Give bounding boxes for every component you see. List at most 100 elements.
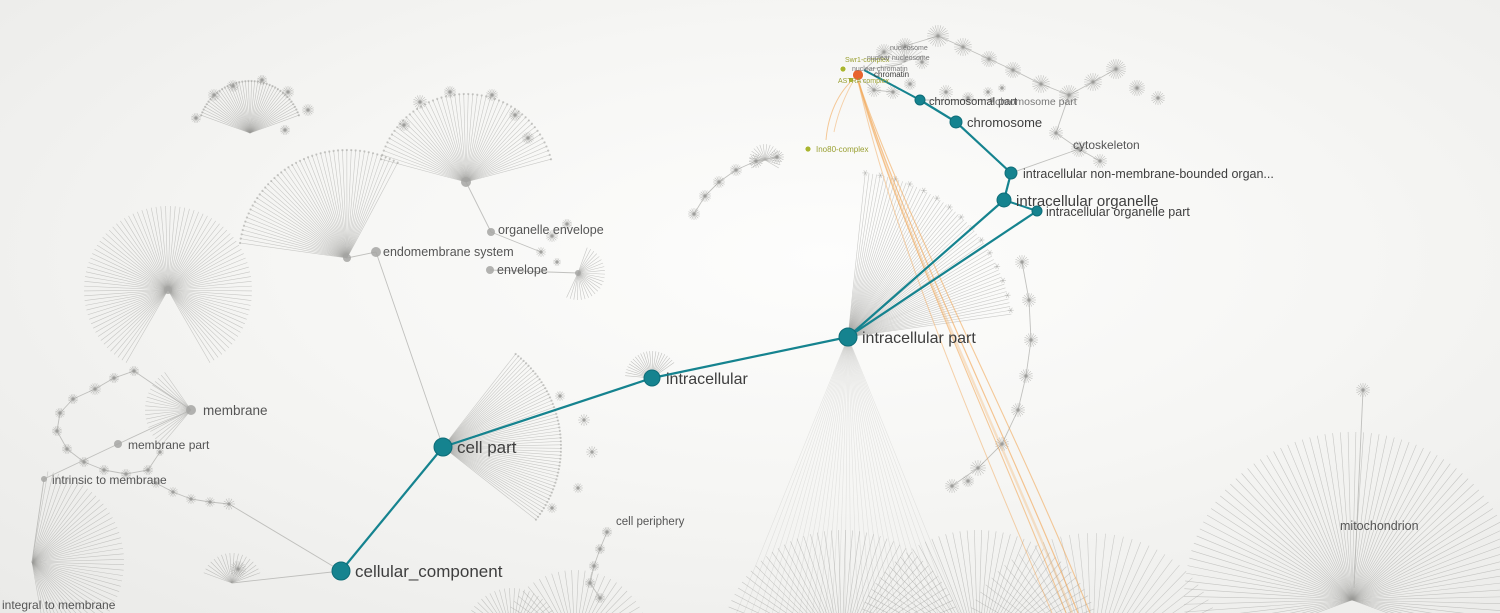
orange-association-edge [857,79,1079,613]
node-flower [713,176,725,188]
node-flower [578,414,590,426]
node-flower [1032,75,1050,93]
node-flower [546,230,558,242]
gray-edge [1010,148,1080,174]
node-flower [939,85,953,99]
gray-edge [490,231,542,253]
node-flower [208,89,220,101]
orange-association-edge [857,79,1053,613]
node-flower [1093,154,1107,168]
graph-node-minor[interactable] [186,405,196,415]
node-flower [302,104,314,116]
graph-node-intracellular[interactable] [643,369,661,387]
graph-node-minor[interactable] [461,177,471,187]
graph-node-intracellular-organelle-part[interactable] [1031,205,1043,217]
fan-cluster [885,42,924,70]
node-label-intracellular-organelle-part: intracellular organelle part [1046,205,1190,219]
node-flower [151,478,161,488]
node-flower [573,483,583,493]
node-flower [398,119,410,131]
node-label-cell-part: cell part [457,438,517,457]
term-label: intrinsic to membrane [52,473,167,487]
gray-edge [863,51,885,71]
node-flower [1084,73,1102,91]
gray-edge [231,570,342,584]
term-label: envelope [497,263,548,277]
olive-node[interactable] [848,77,854,83]
fan-cluster [379,92,553,183]
graph-node-chromosomal-part[interactable] [914,94,926,106]
graph-node-intracellular-nmb-organelle[interactable] [1004,166,1018,180]
node-flower [1356,383,1370,397]
orange-association-edge [833,77,856,133]
stars-layer [52,25,1370,603]
orange-association-edge [856,79,1074,613]
gray-edge [155,482,230,505]
node-flower [1049,126,1063,140]
graph-node-minor[interactable] [486,266,494,274]
graph-node-cellular-component[interactable] [331,561,351,581]
highlighted-orange-node[interactable] [852,69,864,81]
graph-node-chromosome[interactable] [949,115,963,129]
node-flower [168,487,178,497]
highlighted-path-edge [442,376,653,449]
graph-node-minor[interactable] [487,228,495,236]
fan-cluster [471,588,553,613]
node-flower [998,84,1006,92]
node-label-intracellular-organelle: intracellular organelle [1016,193,1159,210]
gray-edge [904,35,1117,96]
node-flower [52,426,62,436]
olive-node[interactable] [804,145,812,153]
node-flower [1019,369,1033,383]
term-label: mitochondrion [1340,519,1419,533]
node-flower [1106,59,1126,79]
orange-association-edge [857,79,1091,613]
highlighted-path-edge [919,99,957,123]
gray-edges-layer [31,35,1364,599]
graph-node-minor[interactable] [114,440,122,448]
graph-node-minor[interactable] [41,476,47,482]
node-flower [223,498,235,510]
graph-node-intracellular-part[interactable] [838,327,858,347]
node-flower [945,479,959,493]
graph-node-cell-part[interactable] [433,437,453,457]
node-flower [586,446,598,458]
node-flower [1129,80,1145,96]
node-label-cellular-component: cellular_component [355,562,503,581]
node-flower [983,87,993,97]
gray-edge [228,503,342,572]
node-flower [876,44,892,60]
gray-edge [693,156,778,215]
node-flower [257,75,267,85]
graph-node-minor[interactable] [575,270,581,276]
nodes-layer [41,65,1043,581]
term-label: chromosome part [995,96,1077,108]
node-flower [995,437,1009,451]
graph-node-intracellular-organelle[interactable] [996,192,1012,208]
node-flower [1005,62,1021,78]
node-flower [413,95,427,109]
node-flower [555,391,565,401]
graph-node-minor[interactable] [371,247,381,257]
gray-edge [31,409,192,563]
node-flower [1015,255,1029,269]
node-label-intracellular-nmb-organelle: intracellular non-membrane-bounded organ… [1023,167,1274,181]
node-flower [904,78,916,90]
term-label: cytoskeleton [1073,138,1140,152]
node-flower [99,465,109,475]
graph-node-minor[interactable] [343,254,351,262]
node-flower [1022,293,1036,307]
node-flower [186,494,196,504]
term-label: membrane [203,403,268,418]
node-flower [970,460,986,476]
node-flower [962,92,974,104]
highlighted-path-edge [847,199,1005,338]
olive-node[interactable] [839,65,847,73]
term-label: membrane part [128,438,210,452]
graph-node-minor[interactable] [989,97,995,103]
graph-node-minor[interactable] [164,286,172,294]
gray-edge [1353,389,1364,589]
fan-cluster [31,471,124,613]
